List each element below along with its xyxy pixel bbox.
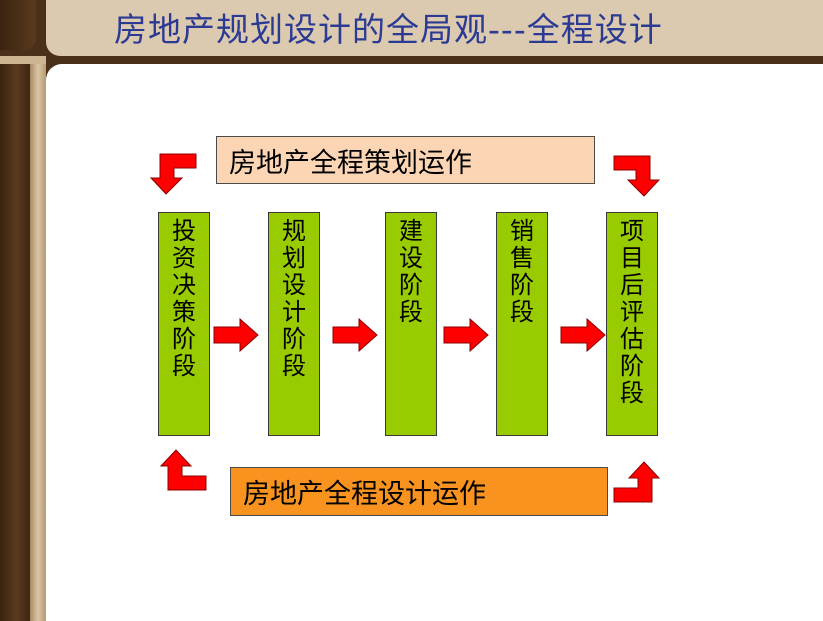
planning-operation-box: 房地产全程策划运作 <box>216 136 595 184</box>
frame-band <box>0 56 46 64</box>
title-tab <box>0 0 36 50</box>
bent-arrow-bottom-right <box>613 461 660 503</box>
slide-frame-stripe <box>30 0 46 621</box>
slide-title: 房地产规划设计的全局观---全程设计 <box>114 10 663 49</box>
stage-box-post-evaluation: 项目后评估阶段 <box>606 212 658 436</box>
slide-frame-left <box>0 0 30 621</box>
stage-box-planning-design: 规划设计阶段 <box>268 212 320 436</box>
bent-arrow-bottom-left <box>160 449 207 491</box>
stage-label: 销售阶段 <box>510 217 534 326</box>
flow-arrow-1 <box>213 318 259 352</box>
design-operation-label: 房地产全程设计运作 <box>243 479 486 510</box>
flow-arrow-3 <box>443 318 489 352</box>
flow-arrow-2 <box>332 318 378 352</box>
flow-arrow-4 <box>560 318 606 352</box>
title-bar <box>46 0 823 56</box>
stage-label: 规划设计阶段 <box>282 217 306 380</box>
design-operation-box: 房地产全程设计运作 <box>230 467 608 516</box>
bent-arrow-top-left <box>150 153 197 195</box>
stage-box-construction: 建设阶段 <box>385 212 437 436</box>
title-notch <box>0 0 46 56</box>
stage-label: 建设阶段 <box>399 217 423 326</box>
stage-label: 投资决策阶段 <box>172 217 196 380</box>
stage-box-investment: 投资决策阶段 <box>158 212 210 436</box>
planning-operation-label: 房地产全程策划运作 <box>229 147 472 179</box>
bent-arrow-top-right <box>613 155 660 197</box>
stage-box-sales: 销售阶段 <box>496 212 548 436</box>
stage-label: 项目后评估阶段 <box>620 217 644 407</box>
